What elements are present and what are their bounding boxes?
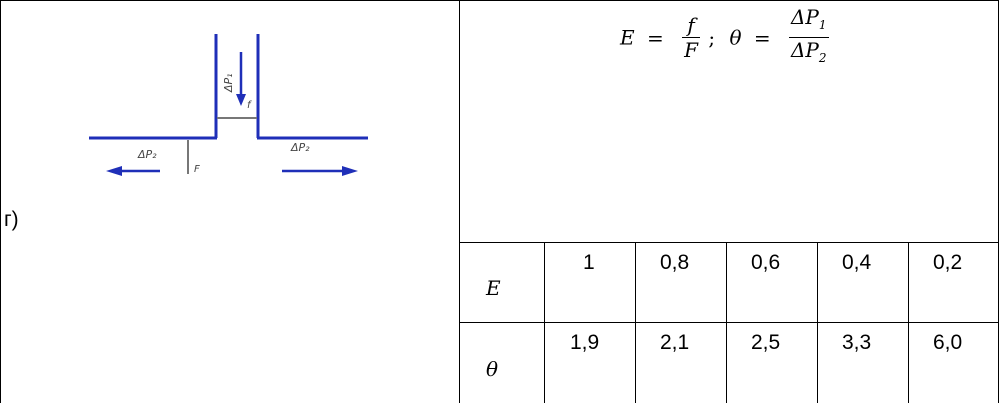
arrow-down-head: [236, 94, 246, 106]
row-E-value-1: 1: [583, 251, 595, 274]
formula-fraction-fF: f F: [682, 14, 700, 61]
row-E-value-3: 0,6: [751, 251, 781, 274]
formula-E: E: [620, 25, 635, 50]
row-E-label: E: [486, 276, 501, 300]
arrow-right-head: [342, 166, 358, 176]
formula-eq2: =: [753, 25, 771, 50]
formula-f: f: [682, 14, 700, 38]
formula-F: F: [684, 38, 698, 62]
table-col-sep-5: [908, 242, 909, 403]
formula-theta: θ: [729, 25, 742, 50]
item-label: г): [4, 208, 19, 231]
row-E-value-4: 0,4: [842, 251, 872, 274]
label-dp1: ΔP₁: [222, 73, 235, 93]
formula: E = f F ; θ = ΔP1 ΔP2: [620, 6, 835, 69]
table-divider-vertical: [459, 0, 460, 403]
label-f: f: [247, 100, 252, 111]
table-border-left: [0, 0, 1, 403]
formula-sep: ;: [708, 25, 716, 50]
arrow-left-head: [106, 166, 122, 176]
table-divider-row1: [459, 242, 999, 243]
formula-dp1-sub: 1: [818, 18, 827, 32]
formula-eq1: =: [646, 25, 664, 50]
table-col-sep-2: [635, 242, 636, 403]
row-theta-label: θ: [486, 357, 499, 381]
formula-dp2-sub: 2: [818, 51, 827, 65]
formula-dp2-text: ΔP: [790, 38, 819, 62]
table-divider-row2: [459, 322, 999, 323]
row-theta-value-4: 3,3: [842, 331, 872, 354]
formula-fraction-dp: ΔP1 ΔP2: [788, 5, 829, 69]
table-col-sep-3: [726, 242, 727, 403]
formula-dp-den: ΔP2: [789, 38, 829, 69]
row-theta-value-5: 6,0: [933, 331, 963, 354]
label-F: F: [194, 164, 200, 175]
row-theta-value-2: 2,1: [660, 331, 690, 354]
formula-dp1-text: ΔP: [790, 5, 819, 29]
table-border-top: [0, 0, 999, 1]
row-theta-value-1: 1,9: [570, 331, 600, 354]
table-col-sep-1: [544, 242, 545, 403]
row-E-value-5: 0,2: [933, 251, 963, 274]
label-dp-left: ΔP₂: [137, 148, 157, 161]
table-col-sep-4: [817, 242, 818, 403]
flow-diagram: ΔP₁ f ΔP₂ F ΔP₂: [89, 34, 368, 176]
row-E-value-2: 0,8: [660, 251, 690, 274]
formula-dp-num: ΔP1: [788, 5, 829, 38]
label-dp-right: ΔP₂: [290, 141, 310, 154]
row-theta-value-3: 2,5: [751, 331, 781, 354]
